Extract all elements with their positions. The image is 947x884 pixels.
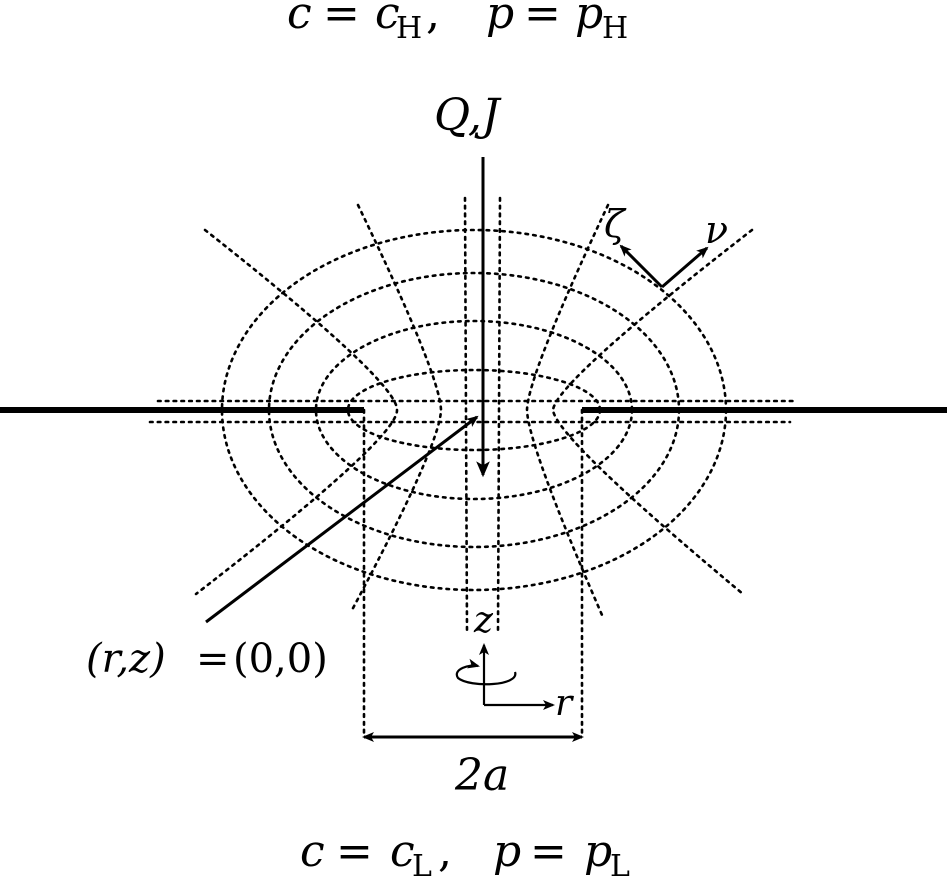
nu-arrow	[661, 246, 709, 289]
flux-label: Q,J	[434, 90, 502, 141]
z-axis-label: z	[473, 600, 494, 641]
top-p-equals: =	[524, 0, 561, 39]
coordinate-hyperbola-center-right	[496, 196, 502, 632]
origin-pointer-arrow	[205, 415, 479, 624]
zeta-arrow	[619, 244, 664, 289]
bottom-comma: ,	[438, 826, 452, 877]
local-basis-vectors: ζ ν	[604, 202, 728, 289]
origin-label-lhs: (r,z)	[86, 636, 166, 682]
top-p-subscript: H	[602, 11, 628, 46]
coordinate-hyperbola-left-inner	[350, 203, 443, 612]
coordinate-hyperbola-right-inner	[525, 203, 610, 617]
top-c-value: c	[375, 0, 400, 39]
bottom-c-subscript: L	[412, 849, 432, 879]
coordinate-hyperbola-left-outer	[194, 228, 399, 596]
aperture-width-dimension: 2a	[362, 732, 584, 801]
top-p-value: p	[575, 0, 603, 39]
coordinate-hyperbola-right-outer	[551, 228, 754, 596]
cylindrical-axes: z r	[455, 600, 574, 724]
width-drop-lines	[362, 408, 584, 739]
top-comma: ,	[426, 0, 440, 39]
rotation-arrow-icon	[455, 658, 517, 686]
origin-label: (r,z) = (0,0)	[86, 636, 328, 682]
bottom-boundary-condition: c = c L , p = p L	[300, 826, 630, 884]
coordinate-ellipse-1	[346, 368, 602, 452]
bottom-c-equals: =	[336, 826, 373, 877]
r-axis-label: r	[555, 683, 574, 724]
bottom-p-value: p	[584, 826, 612, 877]
top-boundary-condition: c = c H , p = p H	[287, 0, 628, 46]
top-c-equals: =	[323, 0, 360, 39]
bottom-c-symbol: c	[300, 826, 325, 877]
top-p-symbol: p	[486, 0, 514, 39]
bottom-p-symbol: p	[493, 826, 521, 877]
bottom-p-equals: =	[530, 826, 567, 877]
bottom-p-subscript: L	[610, 849, 630, 879]
nu-label: ν	[705, 208, 728, 252]
top-c-subscript: H	[396, 11, 422, 46]
origin-label-rhs: (0,0)	[233, 636, 328, 682]
bottom-c-value: c	[390, 826, 415, 877]
origin-label-equals: =	[196, 636, 230, 682]
coordinate-hyperbola-center-left	[463, 196, 469, 632]
zeta-label: ζ	[604, 202, 627, 246]
top-c-symbol: c	[287, 0, 312, 39]
coordinate-hyperbolae	[194, 196, 754, 632]
width-label: 2a	[454, 750, 509, 801]
